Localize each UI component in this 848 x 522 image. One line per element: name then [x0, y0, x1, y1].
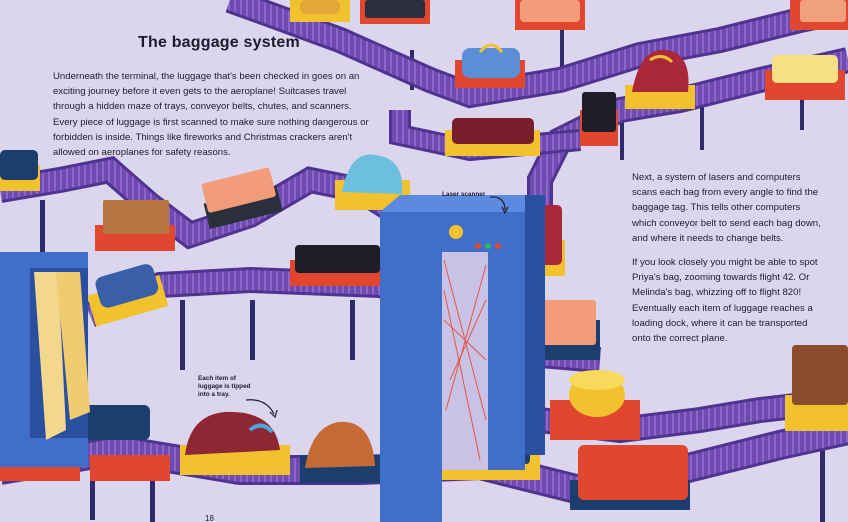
tray-label: Each item of luggage is tipped into a tr…: [198, 375, 251, 398]
flights-paragraph: If you look closely you might be able to…: [632, 257, 818, 345]
tipping-chute: [0, 252, 90, 467]
page-title: The baggage system: [138, 34, 300, 51]
conveyor-legs: [40, 30, 825, 522]
intro-paragraph: Underneath the terminal, the luggage tha…: [53, 71, 369, 159]
laser-scanner-label: Laser scanner: [442, 191, 486, 198]
laser-scanner: [380, 195, 545, 522]
page-number: 18: [205, 514, 214, 522]
lasers-paragraph: Next, a system of lasers and computers s…: [632, 172, 821, 244]
annotation-arrows: [245, 196, 509, 419]
